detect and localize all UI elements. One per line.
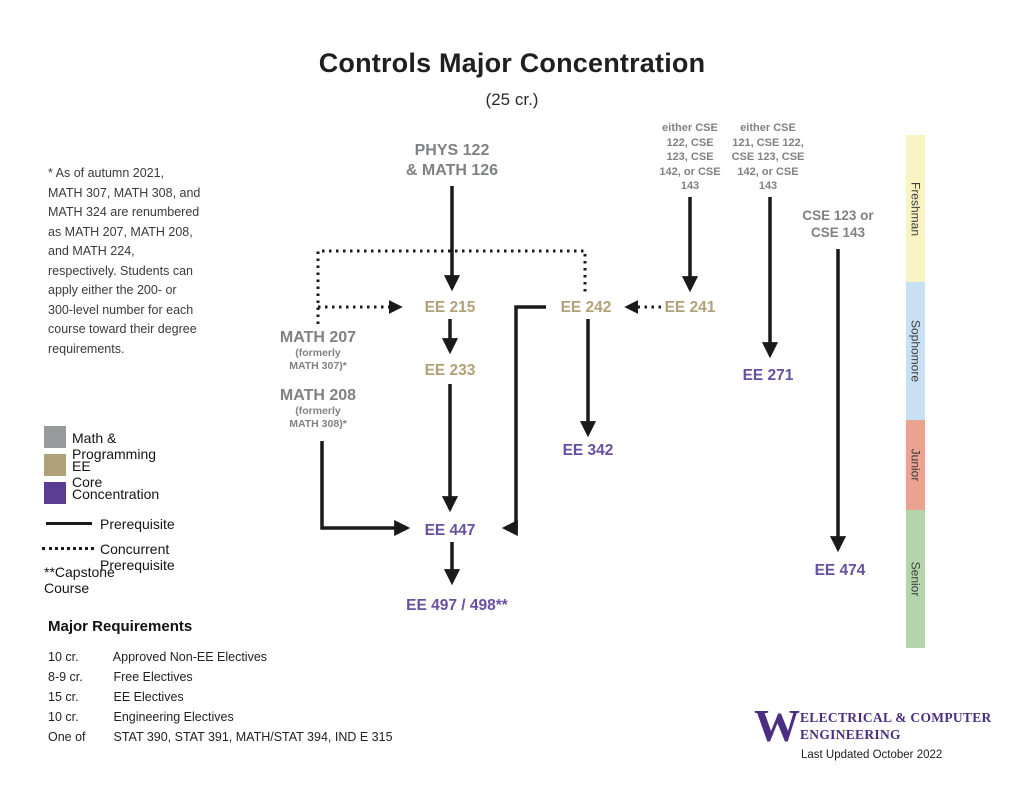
requirement-row: 15 cr. EE Electives <box>48 690 408 704</box>
requirement-label: Engineering Electives <box>113 710 234 724</box>
timeline-junior-label: Junior <box>908 448 923 482</box>
node-math207: MATH 207 <box>279 329 357 346</box>
node-ee215: EE 215 <box>424 299 476 316</box>
requirement-row: 8-9 cr. Free Electives <box>48 670 408 684</box>
timeline-senior-label: Senior <box>908 561 923 597</box>
legend-dotted-line-sample <box>42 547 94 550</box>
node-ee447: EE 447 <box>424 522 476 539</box>
node-ee233: EE 233 <box>424 362 476 379</box>
timeline-freshman-label: Freshman <box>908 181 923 236</box>
node-math208-formerly: (formerly MATH 308)* <box>289 405 347 430</box>
requirement-row: 10 cr. Approved Non-EE Electives <box>48 650 408 664</box>
node-ee474: EE 474 <box>814 562 866 579</box>
timeline-freshman: Freshman <box>906 135 925 282</box>
legend-label-capstone: **Capstone Course <box>44 564 115 596</box>
legend-swatch-math-programming <box>44 426 66 448</box>
node-phys122-math126: PHYS 122 & MATH 126 <box>405 142 499 179</box>
requirement-credits: 10 cr. <box>48 710 79 724</box>
node-math208: MATH 208 <box>279 387 357 404</box>
renumbering-footnote: * As of autumn 2021, MATH 307, MATH 308,… <box>48 166 201 356</box>
arrow-math208-to-ee447 <box>320 441 411 537</box>
org-name: ELECTRICAL & COMPUTER ENGINEERING <box>800 710 992 742</box>
timeline-sophomore: Sophomore <box>906 282 925 420</box>
node-cse-group1: either CSE 122, CSE 123, CSE 142, or CSE… <box>659 122 721 192</box>
legend-label-math-programming: Math & Programming <box>72 430 157 462</box>
legend-swatch-concentration <box>44 482 66 504</box>
timeline-sophomore-label: Sophomore <box>908 319 923 383</box>
node-cse123-or-cse143: CSE 123 or CSE 143 <box>802 208 874 240</box>
legend-swatch-ee-core <box>44 454 66 476</box>
credits-subtitle: (25 cr.) <box>485 90 539 109</box>
major-requirements-heading: Major Requirements <box>48 618 193 635</box>
legend-label-concurrent-prerequisite: Concurrent Prerequisite <box>100 541 175 573</box>
requirement-label: Approved Non-EE Electives <box>112 650 268 664</box>
node-ee242: EE 242 <box>560 299 612 316</box>
timeline-junior: Junior <box>906 420 925 510</box>
node-ee241: EE 241 <box>664 299 716 316</box>
requirement-credits: One of <box>48 730 86 744</box>
requirement-credits: 15 cr. <box>48 690 79 704</box>
requirement-row: 10 cr. Engineering Electives <box>48 710 408 724</box>
node-ee497-498: EE 497 / 498** <box>406 597 508 614</box>
legend-label-ee-core: EE Core <box>72 458 103 490</box>
page-title: Controls Major Concentration <box>318 48 706 78</box>
requirement-label: EE Electives <box>113 690 184 704</box>
arrow-ee242-to-ee447 <box>501 305 546 537</box>
legend-solid-line-sample <box>46 522 92 525</box>
node-cse-group2: either CSE 121, CSE 122, CSE 123, CSE 14… <box>731 122 805 192</box>
legend-label-prerequisite: Prerequisite <box>100 516 175 532</box>
requirement-label: STAT 390, STAT 391, MATH/STAT 394, IND E… <box>113 730 393 744</box>
timeline-senior: Senior <box>906 510 925 648</box>
node-ee271: EE 271 <box>742 367 794 384</box>
node-math207-formerly: (formerly MATH 307)* <box>289 347 347 372</box>
requirement-credits: 8-9 cr. <box>48 670 83 684</box>
node-ee342: EE 342 <box>562 442 614 459</box>
requirement-row: One of STAT 390, STAT 391, MATH/STAT 394… <box>48 730 408 744</box>
legend-label-concentration: Concentration <box>72 486 160 502</box>
last-updated: Last Updated October 2022 <box>801 749 943 761</box>
uw-logo: W <box>754 700 800 751</box>
requirement-label: Free Electives <box>113 670 193 684</box>
requirement-credits: 10 cr. <box>48 650 79 664</box>
major-requirements: Major Requirements 10 cr. Approved Non-E… <box>48 618 408 744</box>
